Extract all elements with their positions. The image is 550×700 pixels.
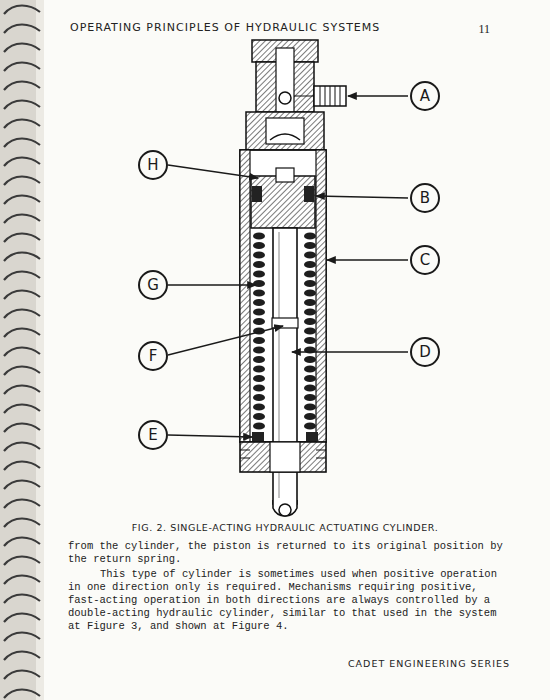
spiral-ring <box>4 614 40 623</box>
spiral-ring <box>4 139 40 148</box>
spiral-ring <box>4 500 40 509</box>
spring-coil <box>253 251 265 258</box>
spring-coil <box>304 413 316 420</box>
callout-letter: D <box>419 345 431 360</box>
spiral-ring <box>4 310 40 319</box>
spring-coil <box>253 394 265 401</box>
spring-coil <box>304 384 316 391</box>
spiral-ring <box>4 405 40 414</box>
spiral-ring <box>4 652 40 661</box>
callout-circle: C <box>410 245 440 275</box>
spring-coil <box>253 308 265 315</box>
spiral-ring <box>4 177 40 186</box>
running-header: OPERATING PRINCIPLES OF HYDRAULIC SYSTEM… <box>70 21 380 34</box>
spring-coil <box>253 232 265 239</box>
spring-coil <box>304 318 316 325</box>
callout-letter: E <box>148 428 157 443</box>
spiral-ring <box>4 44 40 53</box>
spring-coil <box>253 280 265 287</box>
spring-coil <box>253 318 265 325</box>
spiral-ring <box>4 101 40 110</box>
spiral-ring <box>4 158 40 167</box>
spiral-ring <box>4 329 40 338</box>
callout-circle: A <box>410 81 440 111</box>
callout-circle: B <box>410 183 440 213</box>
body-text: from the cylinder, the piston is returne… <box>68 540 508 566</box>
spiral-ring <box>4 443 40 452</box>
spring-coil <box>253 403 265 410</box>
spring-coil <box>253 337 265 344</box>
spiral-ring <box>4 424 40 433</box>
spring-coil <box>304 394 316 401</box>
spring-coil <box>253 356 265 363</box>
spring-coil <box>304 280 316 287</box>
spring-coil <box>304 299 316 306</box>
spiral-ring <box>4 557 40 566</box>
spiral-ring <box>4 481 40 490</box>
callout-circle: F <box>138 341 168 371</box>
spring-coil <box>253 242 265 249</box>
spring-coil <box>304 242 316 249</box>
callout-circle: E <box>138 420 168 450</box>
spiral-ring <box>4 519 40 528</box>
spring-coil <box>253 261 265 268</box>
spiral-ring <box>4 386 40 395</box>
spring-coil <box>304 251 316 258</box>
figure-caption: FIG. 2. SINGLE-ACTING HYDRAULIC ACTUATIN… <box>132 522 439 533</box>
spring-coil <box>304 365 316 372</box>
spiral-ring <box>4 671 40 680</box>
spring-coil <box>304 232 316 239</box>
body-text: This type of cylinder is sometimes used … <box>68 568 508 633</box>
footer: CADET ENGINEERING SERIES <box>348 658 510 669</box>
spiral-ring <box>4 576 40 585</box>
spring-coil <box>253 413 265 420</box>
spiral-ring <box>4 690 40 699</box>
spiral-ring <box>4 234 40 243</box>
spring-coil <box>253 384 265 391</box>
callout-letter: G <box>147 278 159 293</box>
spring-coil <box>304 261 316 268</box>
spring-coil <box>304 422 316 429</box>
spiral-ring <box>4 633 40 642</box>
callout-circle: D <box>410 337 440 367</box>
callout-circle: H <box>138 150 168 180</box>
spiral-ring <box>4 253 40 262</box>
spring-coil <box>253 346 265 353</box>
spring-coil <box>304 270 316 277</box>
spiral-ring <box>4 215 40 224</box>
spiral-ring <box>4 196 40 205</box>
spring-coil <box>304 403 316 410</box>
spiral-ring <box>4 462 40 471</box>
spring-coil <box>253 365 265 372</box>
spiral-ring <box>4 63 40 72</box>
spring-coil <box>253 289 265 296</box>
callout-letter: C <box>420 253 430 268</box>
spiral-ring <box>4 348 40 357</box>
spiral-ring <box>4 6 40 15</box>
spiral-ring <box>4 367 40 376</box>
callout-letter: B <box>420 191 430 206</box>
spiral-ring <box>4 595 40 604</box>
spring-coil <box>253 270 265 277</box>
spring-coil <box>253 422 265 429</box>
spring-coil <box>304 356 316 363</box>
spiral-ring <box>4 82 40 91</box>
callout-letter: H <box>147 158 158 173</box>
spring-coil <box>253 299 265 306</box>
spring-coil <box>304 375 316 382</box>
callout-circle: G <box>138 270 168 300</box>
spiral-ring <box>4 538 40 547</box>
spiral-ring <box>4 272 40 281</box>
spring-coil <box>253 375 265 382</box>
callout-letter: A <box>420 89 430 104</box>
spiral-ring <box>4 120 40 129</box>
spiral-ring <box>4 25 40 34</box>
callout-letter: F <box>149 349 158 364</box>
spring-coil <box>304 337 316 344</box>
spiral-ring <box>4 291 40 300</box>
spring-coil <box>304 327 316 334</box>
spring-coil <box>304 289 316 296</box>
page-number: 11 <box>478 22 490 37</box>
spring-coil <box>304 308 316 315</box>
